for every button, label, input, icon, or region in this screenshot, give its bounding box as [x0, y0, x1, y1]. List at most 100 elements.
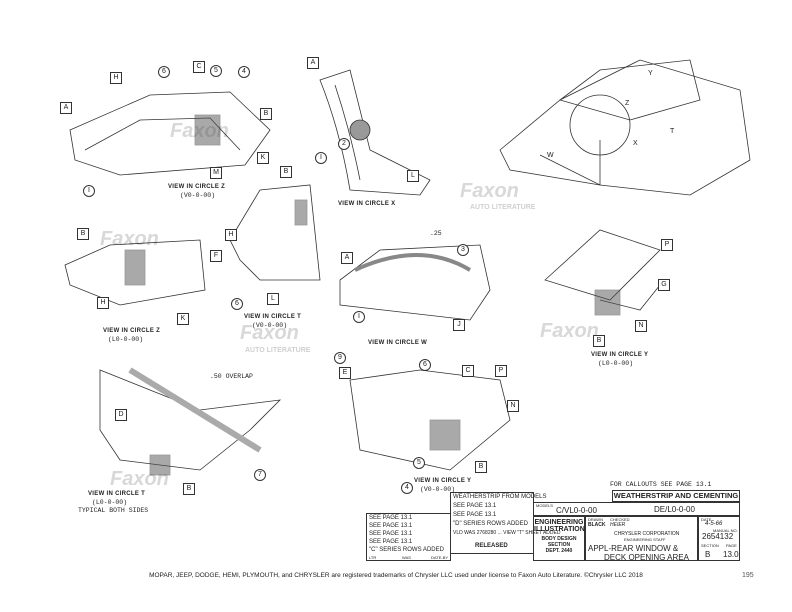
section-header: SECTION	[701, 543, 719, 548]
callout: H	[110, 72, 122, 84]
ltr-label: LTR	[369, 555, 377, 560]
section-value: B	[705, 550, 711, 559]
manual-area: DATE 4-5-66 MANUAL NO. 2654132 SECTION B…	[698, 516, 740, 561]
overlap-note: .50 OVERLAP	[210, 373, 253, 380]
callout: H	[225, 229, 237, 241]
callout: 2	[338, 138, 350, 150]
view-label: VIEW IN CIRCLE T	[244, 314, 302, 320]
callout: F	[210, 250, 222, 262]
revision-entry: WEATHERSTRIP FROM MODELS	[453, 494, 547, 500]
callout: L	[267, 293, 279, 305]
dept-label: DEPT. 2440	[545, 548, 573, 554]
circle-letter: X	[633, 140, 638, 147]
circle-letter: Z	[625, 100, 630, 107]
watermark: AUTO LITERATURE	[245, 347, 311, 354]
view-label: VIEW IN CIRCLE Y	[414, 478, 472, 484]
callout: H	[97, 297, 109, 309]
callout: I	[83, 185, 95, 197]
callout: 7	[254, 469, 266, 481]
view-w-drawing	[339, 244, 491, 321]
callout: G	[658, 279, 670, 291]
callout: A	[307, 57, 319, 69]
checked-label: CHECKED	[610, 517, 630, 522]
revision-entry: SEE PAGE 13.1	[369, 515, 413, 521]
callout: B	[475, 461, 487, 473]
page-header: PAGE	[726, 543, 737, 548]
description-2: DECK OPENING AREA	[604, 553, 689, 562]
revision-mid: WEATHERSTRIP FROM MODELS SEE PAGE 13.1 S…	[450, 492, 560, 554]
page-number: 195	[742, 572, 754, 579]
drawn-by: BLACK	[588, 522, 606, 528]
callout: B	[593, 335, 605, 347]
callout: N	[507, 400, 519, 412]
revision-entry: "D" SERIES ROWS ADDED	[453, 521, 528, 527]
date: 4-5-66	[705, 521, 723, 527]
model-1: C/VL0-0-00	[556, 506, 597, 515]
watermark: Faxon	[240, 322, 299, 344]
callout: B	[183, 483, 195, 495]
callout: K	[177, 313, 189, 325]
was-label: WAS	[402, 555, 411, 560]
approval-area: DRAWN BLACK CHECKED HEIER CHRYSLER CORPO…	[585, 516, 698, 562]
view-t-l0-drawing	[99, 367, 282, 476]
callout: 9	[334, 352, 346, 364]
watermark: Faxon	[460, 180, 519, 202]
revision-entry: VLD WAS 2768280 ... VIEW "T" SHEET ADDED	[453, 530, 561, 536]
callout: P	[495, 365, 507, 377]
watermark: AUTO LITERATURE	[470, 204, 536, 211]
view-label: VIEW IN CIRCLE X	[338, 201, 396, 207]
typical-note: TYPICAL BOTH SIDES	[78, 507, 149, 514]
callout: I	[353, 311, 365, 323]
callout: 6	[419, 359, 431, 371]
callout: A	[341, 252, 353, 264]
view-sublabel: (V0-0-00)	[180, 192, 216, 199]
body-design: BODY DESIGN	[541, 536, 577, 542]
callout: P	[661, 239, 673, 251]
view-sublabel: (L0-0-00)	[108, 336, 144, 343]
callout: D	[115, 409, 127, 421]
corporation: CHRYSLER CORPORATION	[614, 531, 680, 537]
revision-entry: SEE PAGE 13.1	[369, 539, 413, 545]
view-label: VIEW IN CIRCLE Z	[168, 184, 226, 190]
view-sublabel: (V0-0-00)	[252, 322, 288, 329]
dimension-note: .25	[430, 230, 442, 237]
callout: N	[635, 320, 647, 332]
view-sublabel: (L0-0-00)	[598, 360, 634, 367]
view-z-l0-drawing	[64, 239, 206, 306]
view-label: VIEW IN CIRCLE T	[88, 491, 146, 497]
callout: E	[339, 367, 351, 379]
callout: 6	[158, 66, 170, 78]
revision-left: SEE PAGE 13.1 SEE PAGE 13.1 SEE PAGE 13.…	[366, 513, 451, 561]
revision-entry: SEE PAGE 13.1	[453, 512, 497, 518]
callout: 5	[413, 457, 425, 469]
callout: 4	[401, 482, 413, 494]
eng-label: ENGINEERING	[534, 519, 584, 526]
view-sublabel: (V0-0-00)	[420, 486, 456, 493]
car-body-drawing	[499, 59, 751, 196]
staff: ENGINEERING STAFF	[624, 537, 666, 542]
view-x-drawing	[319, 69, 431, 196]
models-label: MODELS	[536, 503, 553, 508]
date-by-label: DATE-BY	[431, 555, 449, 560]
callout: C	[462, 365, 474, 377]
description-1: APPL-REAR WINDOW &	[588, 544, 679, 553]
view-label: VIEW IN CIRCLE W	[368, 340, 428, 346]
models-row: MODELS C/VL0-0-00 DE/L0-0-00	[533, 502, 740, 516]
watermark: Faxon	[540, 320, 599, 342]
view-t-v0-drawing	[229, 184, 321, 281]
circle-letter: Y	[648, 70, 653, 77]
drawn-label: DRAWN	[588, 517, 603, 522]
callout: 4	[238, 66, 250, 78]
view-y-v0-drawing	[349, 369, 511, 471]
date-label: DATE	[701, 517, 712, 522]
callout: C	[193, 61, 205, 73]
manual-label: MANUAL NO.	[713, 528, 738, 533]
callout: L	[407, 170, 419, 182]
callouts-ref-note: FOR CALLOUTS SEE PAGE 13.1	[610, 481, 712, 488]
view-y-l0-drawing	[544, 229, 661, 316]
view-sublabel: (L0-0-00)	[92, 499, 128, 506]
circle-letter: W	[547, 152, 554, 159]
revision-entry: SEE PAGE 13.1	[369, 523, 413, 529]
callout: 6	[231, 298, 243, 310]
